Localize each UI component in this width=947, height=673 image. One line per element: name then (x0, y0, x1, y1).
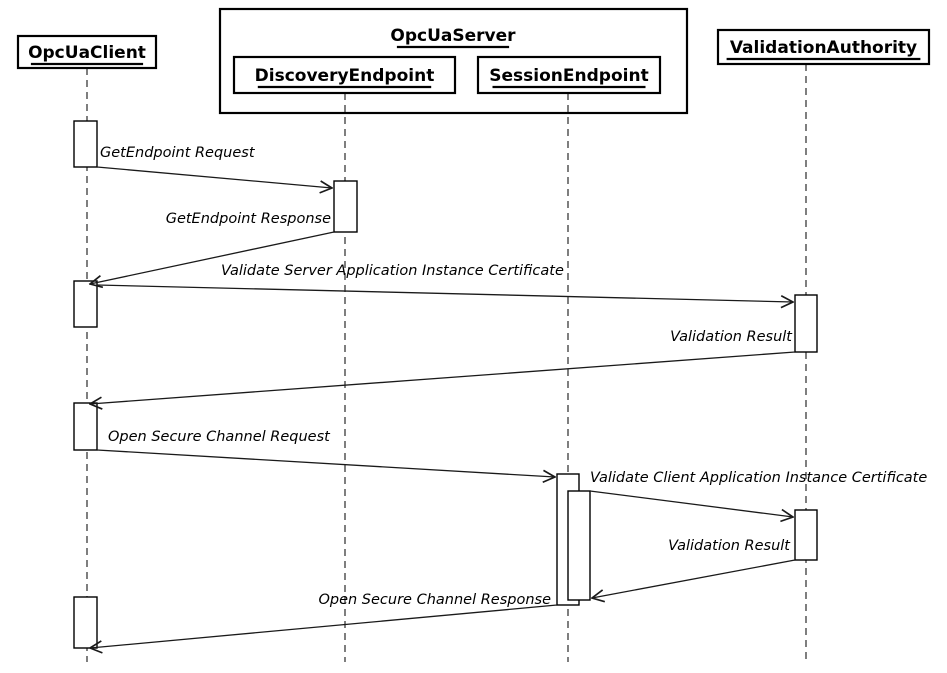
lifeline-box-client[interactable] (16, 34, 158, 70)
activation-bar-client-act-1 (73, 120, 98, 168)
message-arrows (90, 166, 796, 648)
message-arrow-m7 (592, 559, 796, 598)
message-arrow-m3 (96, 284, 793, 302)
message-arrow-m8 (90, 604, 558, 648)
activation-bar-discovery-act-1 (333, 180, 358, 233)
activation-bar-client-act-2 (73, 280, 98, 328)
message-label-m1: GetEndpoint Request (100, 145, 256, 161)
lifeline-label-client: OpcUaClient (28, 43, 146, 63)
lifeline-label-discovery: DiscoveryEndpoint (255, 66, 435, 86)
group-title-opcuaserver: OpcUaServer (390, 26, 516, 46)
message-label-m5: Open Secure Channel Request (108, 429, 331, 445)
lifeline-label-validation: ValidationAuthority (730, 38, 917, 58)
message-label-m2: GetEndpoint Response (166, 211, 331, 227)
lifeline-label-session: SessionEndpoint (489, 66, 648, 86)
activation-bars (73, 120, 818, 649)
message-arrow-m4 (90, 351, 796, 404)
message-label-m4: Validation Result (670, 329, 793, 345)
message-arrow-m5 (96, 449, 555, 477)
message-arrow-m6 (589, 490, 793, 517)
activation-bar-session-act-nested (567, 490, 591, 601)
message-label-m8: Open Secure Channel Response (318, 592, 551, 608)
activation-bar-client-act-4 (73, 596, 98, 649)
activation-bar-client-act-3 (73, 402, 98, 451)
activation-bar-validation-act-2 (794, 509, 818, 561)
message-label-m6: Validate Client Application Instance Cer… (590, 470, 927, 486)
message-arrow-m2 (90, 231, 335, 284)
activation-bar-validation-act-1 (794, 294, 818, 353)
message-arrow-m1 (96, 166, 332, 188)
message-label-m7: Validation Result (668, 538, 791, 554)
message-label-m3: Validate Server Application Instance Cer… (221, 263, 564, 279)
